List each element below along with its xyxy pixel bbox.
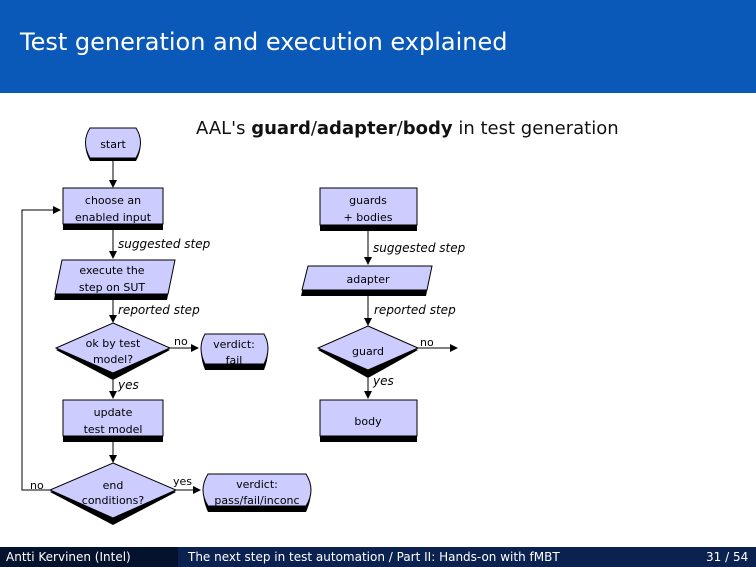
adapter-label: adapter bbox=[346, 273, 390, 286]
subtitle-body: body bbox=[402, 118, 453, 139]
slide-subtitle: AAL's guard/adapter/body in test generat… bbox=[196, 118, 619, 139]
start-label: start bbox=[100, 138, 126, 151]
subtitle-sep1: / bbox=[310, 118, 317, 139]
choose-line2: enabled input bbox=[75, 211, 152, 224]
footer-author-section: Antti Kervinen (Intel) bbox=[0, 547, 178, 567]
update-line1: update bbox=[94, 406, 133, 419]
right-yes: yes bbox=[372, 374, 394, 388]
right-reported-step: reported step bbox=[374, 303, 456, 317]
subtitle-adapter: adapter bbox=[316, 118, 397, 139]
left-suggested-step: suggested step bbox=[118, 237, 211, 251]
execute-line2: step on SUT bbox=[79, 281, 146, 294]
execute-line1: execute the bbox=[79, 264, 144, 277]
end-line2: conditions? bbox=[82, 494, 145, 507]
slide-title: Test generation and execution explained bbox=[20, 28, 508, 56]
start-node: start bbox=[85, 127, 141, 161]
body-node: body bbox=[319, 399, 418, 442]
verdict-pass-node: verdict: pass/fail/inconc bbox=[202, 473, 312, 512]
ok-by-model-node: ok by test model? bbox=[54, 322, 172, 380]
guard-node: guard bbox=[316, 325, 420, 378]
left-yes-1: yes bbox=[117, 378, 139, 392]
footer-author: Antti Kervinen (Intel) bbox=[6, 550, 131, 564]
footer-talk-section: The next step in test automation / Part … bbox=[178, 547, 756, 567]
left-yes-2: yes bbox=[173, 475, 192, 488]
guards-line2: + bodies bbox=[344, 211, 393, 224]
update-line2: test model bbox=[84, 423, 143, 436]
guard-label: guard bbox=[352, 345, 384, 358]
body-label: body bbox=[354, 415, 382, 428]
ok-line1: ok by test bbox=[86, 337, 141, 350]
verdict-pass-line2: pass/fail/inconc bbox=[214, 494, 299, 507]
flow-diagram: start choose an enabled input suggested … bbox=[21, 127, 466, 525]
guards-bodies-node: guards + bodies bbox=[319, 187, 418, 231]
subtitle-suffix: in test generation bbox=[452, 118, 619, 139]
choose-input-node: choose an enabled input bbox=[62, 187, 164, 230]
execute-node: execute the step on SUT bbox=[54, 259, 176, 300]
verdict-fail-line1: verdict: bbox=[213, 338, 255, 351]
right-no: no bbox=[420, 336, 434, 349]
footer-talk: The next step in test automation / Part … bbox=[188, 550, 560, 564]
end-line1: end bbox=[103, 479, 124, 492]
update-model-node: update test model bbox=[62, 399, 164, 442]
subtitle-prefix: AAL's bbox=[196, 118, 252, 139]
end-conditions-node: end conditions? bbox=[48, 462, 178, 525]
verdict-pass-line1: verdict: bbox=[236, 478, 278, 491]
verdict-fail-line2: fail bbox=[226, 354, 243, 367]
guards-line1: guards bbox=[349, 194, 387, 207]
left-no-1: no bbox=[174, 335, 188, 348]
adapter-node: adapter bbox=[301, 265, 433, 296]
subtitle-guard: guard bbox=[251, 118, 311, 139]
footer-page: 31 / 54 bbox=[706, 550, 749, 564]
choose-line1: choose an bbox=[85, 194, 141, 207]
subtitle-sep2: / bbox=[396, 118, 403, 139]
slide-footer: Antti Kervinen (Intel) The next step in … bbox=[0, 547, 756, 567]
left-reported-step: reported step bbox=[118, 303, 200, 317]
left-no-2: no bbox=[30, 479, 44, 492]
slide-header: Test generation and execution explained bbox=[0, 0, 756, 93]
ok-line2: model? bbox=[93, 353, 133, 366]
verdict-fail-node: verdict: fail bbox=[200, 333, 269, 370]
right-suggested-step: suggested step bbox=[373, 241, 466, 255]
